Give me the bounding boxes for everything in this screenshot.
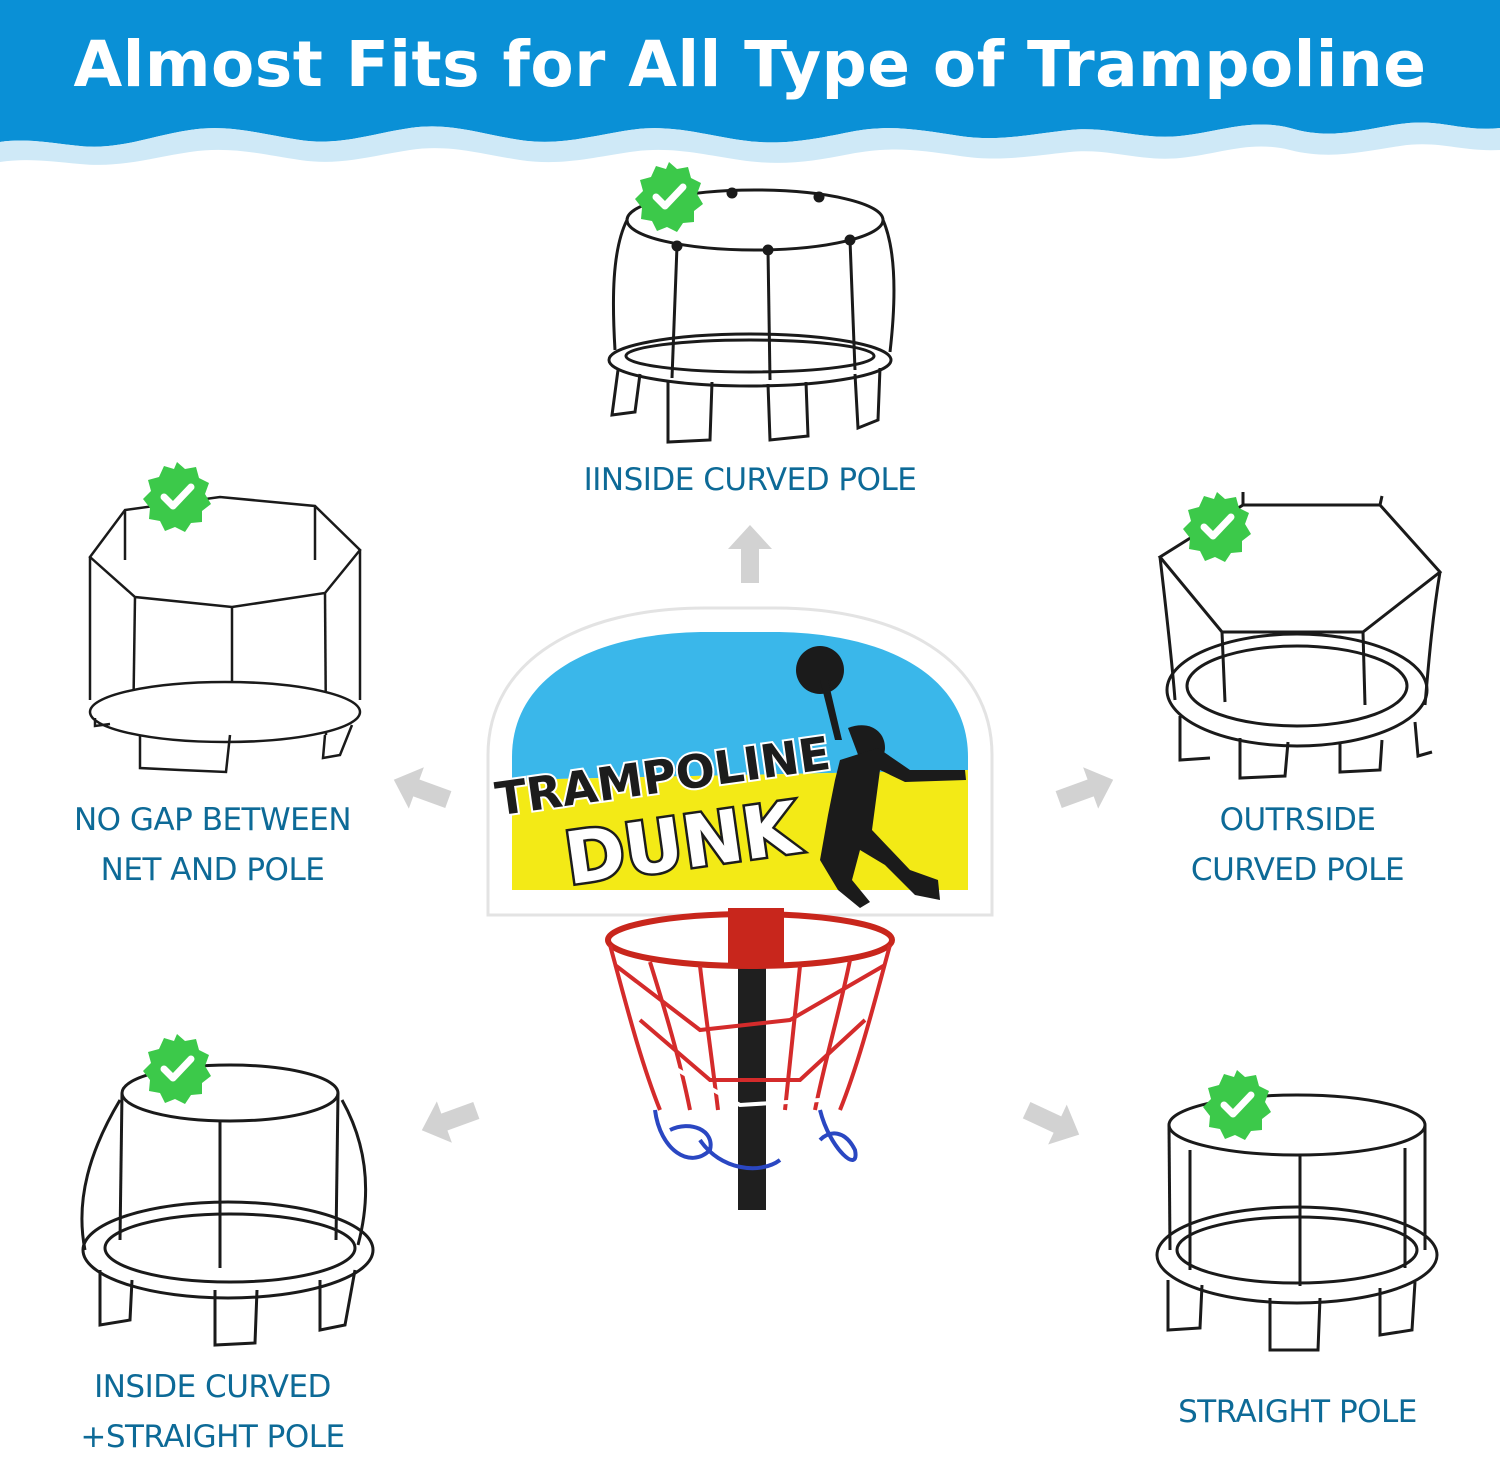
- inside-curved-pole-trampoline: [607, 187, 896, 444]
- label-line: STRAIGHT POLE: [1178, 1394, 1417, 1430]
- inside-straight-pole-trampoline: [80, 1063, 375, 1347]
- outside-curved-pole-trampoline: [1157, 492, 1443, 780]
- hoop-rim: [605, 911, 895, 969]
- label-no-gap: NO GAP BETWEEN NET AND POLE: [30, 795, 395, 895]
- hoop-net: [608, 944, 892, 1171]
- backboard-blue-panel: [512, 632, 968, 757]
- banner-title: Almost Fits for All Type of Trampoline: [73, 28, 1427, 101]
- dunking-player-silhouette: [796, 646, 966, 908]
- straight-pole-trampoline: [1155, 1093, 1439, 1352]
- label-straight-pole: STRAIGHT POLE: [1135, 1387, 1460, 1437]
- label-line: CURVED POLE: [1190, 852, 1405, 888]
- arrow-right-icon: [1051, 759, 1121, 821]
- arrow-down-right-icon: [1017, 1090, 1089, 1155]
- label-line: NO GAP BETWEEN: [73, 802, 352, 838]
- label-line: OUTRSIDE: [1219, 802, 1376, 838]
- no-gap-check-icon: [143, 462, 211, 532]
- label-line: IINSIDE CURVED POLE: [583, 462, 917, 498]
- arrow-down-left-icon: [414, 1089, 484, 1151]
- outside-curved-check-icon: [1183, 492, 1251, 562]
- banner-wave-background: [0, 0, 1500, 165]
- header-banner: Almost Fits for All Type of Trampoline: [0, 0, 1500, 170]
- basketball-hoop-product: TRAMPOLINE DUNK: [486, 606, 994, 1210]
- arrow-left-icon: [386, 759, 456, 821]
- label-inside-straight-pole: INSIDE CURVED +STRAIGHT POLE: [45, 1362, 380, 1462]
- hoop-pole: [738, 930, 766, 1210]
- no-gap-trampoline: [88, 495, 362, 774]
- label-line: NET AND POLE: [100, 852, 325, 888]
- label-line: +STRAIGHT POLE: [80, 1419, 345, 1455]
- label-outside-curved-pole: OUTRSIDE CURVED POLE: [1140, 795, 1455, 895]
- hoop-bracket: [728, 908, 784, 966]
- label-line: INSIDE CURVED: [94, 1369, 331, 1405]
- arrow-up-icon: [728, 525, 772, 583]
- label-inside-curved-pole: IINSIDE CURVED POLE: [545, 455, 955, 505]
